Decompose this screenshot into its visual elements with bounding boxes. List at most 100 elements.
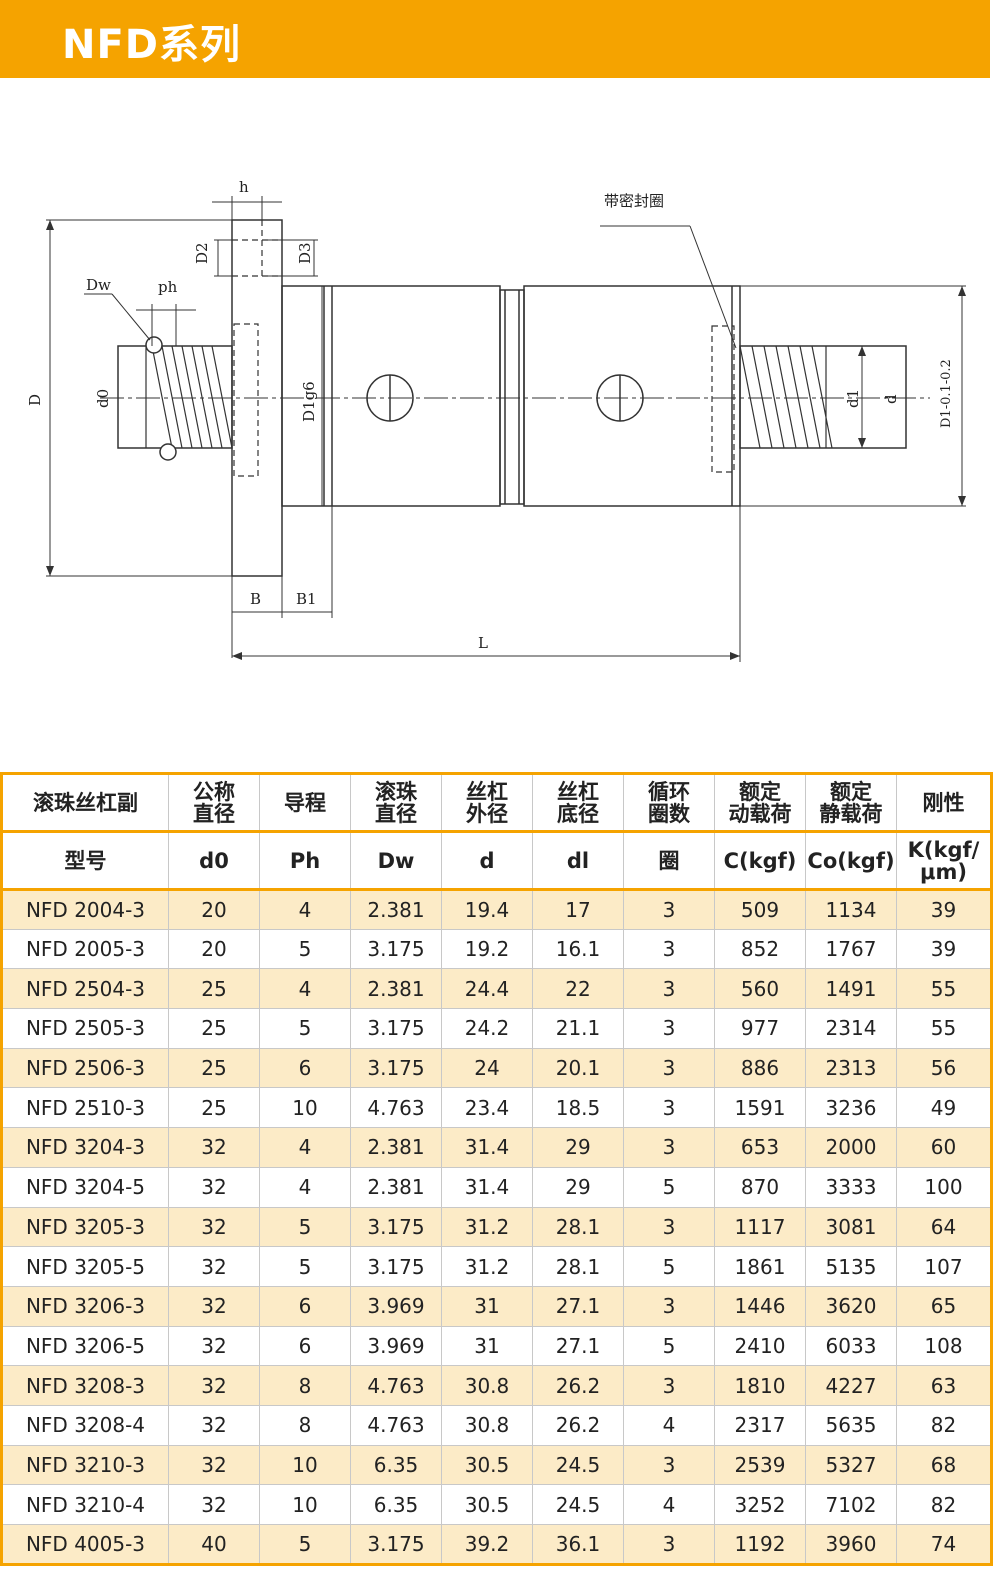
value-cell: 6 xyxy=(259,1325,351,1367)
value-cell: 2000 xyxy=(805,1127,897,1168)
value-cell: 27.1 xyxy=(532,1325,624,1367)
value-cell: 3.175 xyxy=(350,1047,442,1089)
value-cell: 31 xyxy=(441,1325,533,1367)
value-cell: 32 xyxy=(168,1166,260,1208)
value-cell: 1446 xyxy=(714,1285,806,1327)
value-cell: 56 xyxy=(896,1047,992,1089)
label-B: B xyxy=(250,590,261,608)
ball-top xyxy=(145,336,163,354)
label-D3: D3 xyxy=(296,242,314,264)
header-symbol-cell: dl xyxy=(532,831,624,891)
value-cell: 3.175 xyxy=(350,1524,442,1565)
value-cell: 5635 xyxy=(805,1404,897,1446)
value-cell: 31.4 xyxy=(441,1127,533,1168)
value-cell: 3236 xyxy=(805,1087,897,1129)
value-cell: 3 xyxy=(623,1087,715,1129)
header-symbol-cell: Co(kgf) xyxy=(805,831,897,891)
value-cell: 60 xyxy=(896,1127,992,1168)
value-cell: 32 xyxy=(168,1246,260,1287)
model-cell: NFD 3206-3 xyxy=(1,1285,169,1327)
value-cell: 3 xyxy=(623,1524,715,1565)
table-header-row-labels: 滚珠丝杠副公称直径导程滚珠直径丝杠外径丝杠底径循环圈数额定动载荷额定静载荷刚性 xyxy=(1,773,992,833)
value-cell: 3 xyxy=(623,889,715,930)
header-symbol-cell: Ph xyxy=(259,831,351,891)
value-cell: 4 xyxy=(623,1404,715,1446)
value-cell: 19.2 xyxy=(441,928,533,970)
value-cell: 32 xyxy=(168,1127,260,1168)
value-cell: 29 xyxy=(532,1127,624,1168)
header-cell: 滚珠直径 xyxy=(350,773,442,833)
model-cell: NFD 3210-4 xyxy=(1,1484,169,1525)
value-cell: 107 xyxy=(896,1246,992,1287)
value-cell: 64 xyxy=(896,1206,992,1248)
value-cell: 10 xyxy=(259,1087,351,1129)
value-cell: 1591 xyxy=(714,1087,806,1129)
value-cell: 17 xyxy=(532,889,624,930)
value-cell: 6033 xyxy=(805,1325,897,1367)
value-cell: 25 xyxy=(168,1087,260,1129)
value-cell: 55 xyxy=(896,1008,992,1049)
value-cell: 3252 xyxy=(714,1484,806,1525)
value-cell: 8 xyxy=(259,1404,351,1446)
label-d: d xyxy=(882,394,900,404)
thread-left xyxy=(145,345,233,449)
header-symbol-cell: 型号 xyxy=(1,831,169,891)
value-cell: 5 xyxy=(623,1246,715,1287)
value-cell: 32 xyxy=(168,1365,260,1406)
label-D1-tolerance: D1-0.1-0.2 xyxy=(939,359,954,428)
value-cell: 25 xyxy=(168,1008,260,1049)
value-cell: 20.1 xyxy=(532,1047,624,1089)
value-cell: 31.2 xyxy=(441,1246,533,1287)
value-cell: 24.5 xyxy=(532,1484,624,1525)
label-d1: d1 xyxy=(844,389,862,408)
value-cell: 6.35 xyxy=(350,1484,442,1525)
value-cell: 3 xyxy=(623,1206,715,1248)
value-cell: 3.175 xyxy=(350,928,442,970)
value-cell: 4.763 xyxy=(350,1365,442,1406)
value-cell: 2317 xyxy=(714,1404,806,1446)
model-cell: NFD 3204-5 xyxy=(1,1166,169,1208)
value-cell: 23.4 xyxy=(441,1087,533,1129)
model-cell: NFD 3205-3 xyxy=(1,1206,169,1248)
model-cell: NFD 2510-3 xyxy=(1,1087,169,1129)
value-cell: 32 xyxy=(168,1484,260,1525)
value-cell: 18.5 xyxy=(532,1087,624,1129)
value-cell: 24.2 xyxy=(441,1008,533,1049)
value-cell: 4 xyxy=(259,968,351,1010)
value-cell: 3.175 xyxy=(350,1008,442,1049)
value-cell: 10 xyxy=(259,1444,351,1486)
value-cell: 25 xyxy=(168,968,260,1010)
value-cell: 5 xyxy=(623,1325,715,1367)
label-D1g6: D1g6 xyxy=(300,381,318,422)
value-cell: 24 xyxy=(441,1047,533,1089)
label-d0: d0 xyxy=(94,389,112,408)
header-cell: 额定静载荷 xyxy=(805,773,897,833)
value-cell: 3.969 xyxy=(350,1285,442,1327)
value-cell: 3.175 xyxy=(350,1246,442,1287)
value-cell: 39.2 xyxy=(441,1524,533,1565)
value-cell: 5 xyxy=(259,1206,351,1248)
value-cell: 39 xyxy=(896,889,992,930)
label-L: L xyxy=(478,634,488,652)
value-cell: 3 xyxy=(623,968,715,1010)
value-cell: 5 xyxy=(259,928,351,970)
value-cell: 5135 xyxy=(805,1246,897,1287)
label-h: h xyxy=(239,178,249,196)
model-cell: NFD 2506-3 xyxy=(1,1047,169,1089)
value-cell: 3333 xyxy=(805,1166,897,1208)
value-cell: 31.4 xyxy=(441,1166,533,1208)
model-cell: NFD 3208-3 xyxy=(1,1365,169,1406)
value-cell: 74 xyxy=(896,1524,992,1565)
model-cell: NFD 2504-3 xyxy=(1,968,169,1010)
value-cell: 2.381 xyxy=(350,889,442,930)
